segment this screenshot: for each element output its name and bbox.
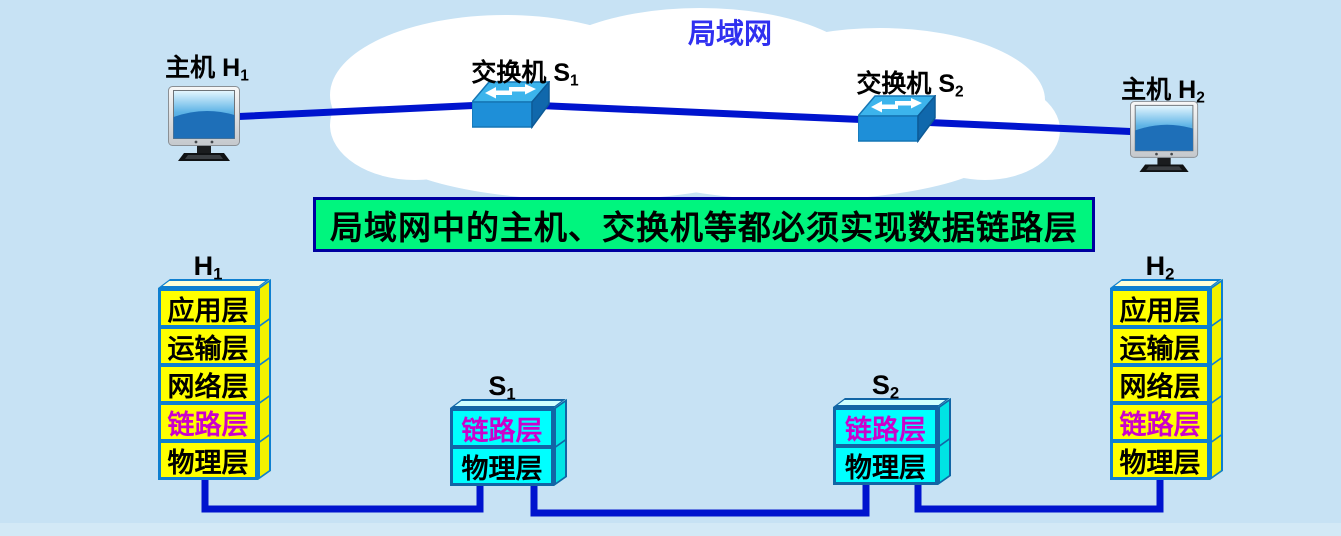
wire-h1-s1 xyxy=(201,477,484,513)
stack-3d-right-face xyxy=(938,397,951,485)
stack-title-s2: S2 xyxy=(871,370,900,403)
banner-text: 局域网中的主机、交换机等都必须实现数据链路层 xyxy=(330,208,1078,246)
stack-front-face: 应用层运输层网络层链路层物理层 xyxy=(158,288,258,480)
bottom-strip xyxy=(0,523,1341,536)
stack-layer: 物理层 xyxy=(158,440,258,480)
switch-s1-label-text: 交换机 S xyxy=(471,59,570,87)
stack-layer: 物理层 xyxy=(1110,440,1210,480)
stack-layer: 物理层 xyxy=(833,445,938,485)
stack-3d-segment xyxy=(556,441,565,486)
stack-layer: 网络层 xyxy=(158,364,258,404)
stack-3d-right-face xyxy=(258,278,271,481)
host-h2-label-sub: 2 xyxy=(1196,89,1205,107)
stack-layer: 应用层 xyxy=(158,288,258,328)
host-h1-label-sub: 1 xyxy=(240,67,249,85)
stack-layer: 链路层 xyxy=(158,402,258,442)
stack-layer: 网络层 xyxy=(1110,364,1210,404)
switch-s1-label: 交换机 S1 xyxy=(455,53,595,90)
stack-layer: 物理层 xyxy=(450,446,554,486)
link-s2-h2 xyxy=(891,117,1169,137)
stack-3d-right-face xyxy=(1210,278,1223,481)
stack-title-s1: S1 xyxy=(488,371,516,404)
stack-title-h2: H2 xyxy=(1145,251,1175,284)
stack-title-h1: H1 xyxy=(193,251,223,284)
host-h1-label-text: 主机 H xyxy=(165,54,241,82)
protocol-stack-h1: 应用层运输层网络层链路层物理层 H1 xyxy=(158,251,271,480)
network-links xyxy=(224,100,1169,137)
stack-layer: 链路层 xyxy=(833,407,938,447)
stack-layer: 链路层 xyxy=(450,408,554,448)
switch-icon xyxy=(472,81,550,129)
stack-wiring xyxy=(201,477,1164,517)
host-monitor-icon xyxy=(1130,101,1199,173)
protocol-stack-h2: 应用层运输层网络层链路层物理层 H2 xyxy=(1110,251,1223,480)
switch-icon xyxy=(858,95,936,143)
switch-s2-label-sub: 2 xyxy=(955,83,964,101)
switch-s2-label: 交换机 S2 xyxy=(840,64,980,101)
wire-s2-h2 xyxy=(914,477,1164,513)
host-h2-label: 主机 H2 xyxy=(1103,70,1223,107)
stack-layer: 链路层 xyxy=(1110,402,1210,442)
stack-layer: 运输层 xyxy=(1110,326,1210,366)
banner: 局域网中的主机、交换机等都必须实现数据链路层 xyxy=(313,197,1095,252)
switch-s1-label-sub: 1 xyxy=(570,72,579,90)
link-s1-s2 xyxy=(501,100,899,125)
host-monitor-icon xyxy=(168,86,240,161)
stack-3d-segment xyxy=(940,440,949,485)
stack-front-face: 应用层运输层网络层链路层物理层 xyxy=(1110,288,1210,480)
host-h1-label: 主机 H1 xyxy=(147,48,267,85)
stack-3d-segment xyxy=(1212,436,1221,481)
stack-layer: 应用层 xyxy=(1110,288,1210,328)
protocol-stack-s2: 链路层物理层 S2 xyxy=(833,370,951,485)
host-h2-label-text: 主机 H xyxy=(1121,76,1197,104)
stack-front-face: 链路层物理层 xyxy=(450,408,554,486)
stack-3d-segment xyxy=(260,436,269,481)
link-h1-s1 xyxy=(224,100,509,121)
protocol-stack-s1: 链路层物理层 S1 xyxy=(450,371,567,486)
switch-s2-label-text: 交换机 S xyxy=(856,70,955,98)
lan-label: 局域网 xyxy=(687,18,772,49)
stack-layer: 运输层 xyxy=(158,326,258,366)
stack-3d-right-face xyxy=(554,398,567,486)
stack-front-face: 链路层物理层 xyxy=(833,407,938,485)
wire-s1-s2 xyxy=(530,482,870,517)
